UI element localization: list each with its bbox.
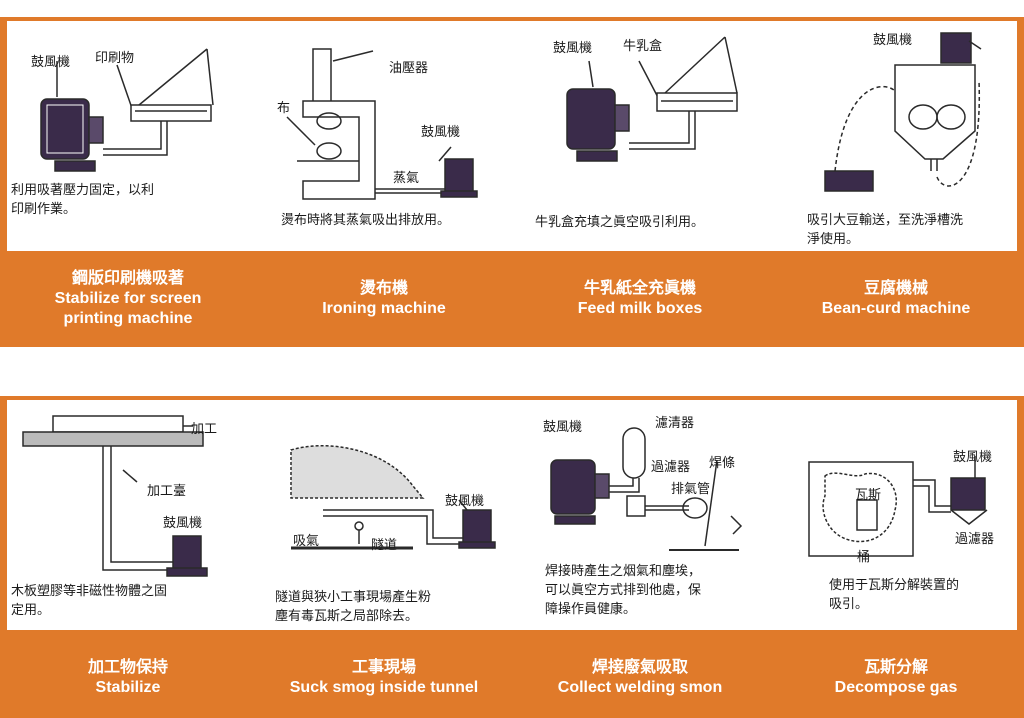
- blower-icon: [172, 535, 202, 571]
- title-zh: 加工物保持: [87, 657, 168, 676]
- bottom-application-panel: 加工 加工臺 鼓風機 木板塑膠等非磁性物體之固 定用。 鼓風機 吸氣: [0, 396, 1024, 718]
- cell-bean-curd: 鼓風機 吸引大豆輸送，至洗淨槽洗 淨使用。: [775, 21, 1024, 251]
- ironing-diagram: [286, 48, 478, 200]
- blower-icon: [566, 88, 616, 150]
- title-zh: 豆腐機械: [863, 278, 928, 297]
- filter-label: 過濾器: [651, 460, 691, 475]
- workpiece-label: 加工: [191, 422, 218, 437]
- screen-printing-diagram: [40, 48, 214, 172]
- tunnel-caption: 隧道與狹小工事現場產生粉 塵有毒瓦斯之局部除去。: [275, 590, 432, 624]
- blower-label: 鼓風機: [421, 125, 461, 140]
- bucket-label: 桶: [857, 550, 871, 565]
- title-en: Suck smog inside tunnel: [289, 679, 479, 696]
- title-welding: 焊接廢氣吸取 Collect welding smon: [512, 632, 768, 718]
- cell-welding: 鼓風機 濾清器 過濾器 焊條 排氣管 焊接時產生之烟氣和塵埃， 可以眞空方式排到…: [519, 400, 771, 630]
- blower-icon: [940, 32, 972, 64]
- exhaust-pipe-label: 排氣管: [671, 482, 711, 497]
- title-ironing: 燙布機 Ironing machine: [256, 253, 512, 343]
- title-zh: 燙布機: [359, 278, 408, 297]
- blower-label: 鼓風機: [543, 420, 583, 435]
- print-material-label: 印刷物: [95, 51, 135, 66]
- gas-label: 瓦斯: [855, 488, 882, 503]
- cleaner-label: 濾清器: [655, 416, 695, 431]
- welding-diagram: [550, 427, 743, 551]
- title-en: Collect welding smon: [557, 679, 723, 696]
- blower-icon: [40, 98, 90, 160]
- tunnel-label: 隧道: [371, 538, 398, 553]
- stabilize-diagram: [22, 415, 208, 577]
- top-title-bar: 鋼版印刷機吸著 Stabilize for screen printing ma…: [0, 253, 1024, 343]
- blower-label: 鼓風機: [445, 494, 485, 509]
- title-milk-boxes: 牛乳紙全充眞機 Feed milk boxes: [512, 253, 768, 343]
- welding-caption: 焊接時產生之烟氣和塵埃， 可以眞空方式排到他處，保 障操作員健康。: [545, 564, 702, 617]
- blower-label: 鼓風機: [873, 33, 913, 48]
- gas-caption: 使用于瓦斯分解裝置的 吸引。: [829, 578, 960, 612]
- title-stabilize: 加工物保持 Stabilize: [0, 632, 256, 718]
- blower-label: 鼓風機: [31, 55, 71, 70]
- cell-stabilize: 加工 加工臺 鼓風機 木板塑膠等非磁性物體之固 定用。: [7, 400, 259, 630]
- title-bean-curd: 豆腐機械 Bean-curd machine: [768, 253, 1024, 343]
- print-table: [130, 104, 212, 122]
- blower-icon: [444, 158, 474, 194]
- title-en: Stabilize: [95, 679, 161, 696]
- blower-label: 鼓風機: [163, 516, 203, 531]
- work-table-label: 加工臺: [147, 484, 187, 499]
- steam-label: 蒸氣: [393, 171, 420, 186]
- bottom-illustration-frame: 加工 加工臺 鼓風機 木板塑膠等非磁性物體之固 定用。 鼓風機 吸氣: [7, 400, 1017, 630]
- top-illustration-frame: 鼓風機 印刷物 利用吸著壓力固定，以利 印刷作業。: [7, 21, 1017, 251]
- title-en: Stabilize for screen printing machine: [54, 290, 202, 327]
- stabilize-caption: 木板塑膠等非磁性物體之固 定用。: [11, 584, 168, 618]
- blower-icon: [550, 459, 596, 515]
- milk-box-label: 牛乳盒: [623, 39, 663, 54]
- milk-boxes-caption: 牛乳盒充填之眞空吸引利用。: [535, 215, 705, 230]
- ironing-caption: 燙布時將其蒸氣吸出排放用。: [281, 213, 451, 228]
- title-zh: 鋼版印刷機吸著: [71, 268, 184, 287]
- title-en: Bean-curd machine: [821, 300, 971, 317]
- title-zh: 工事現場: [351, 657, 416, 676]
- blower-icon: [950, 477, 986, 511]
- screen-printing-caption: 利用吸著壓力固定，以利 印刷作業。: [11, 183, 155, 217]
- title-zh: 瓦斯分解: [863, 657, 928, 676]
- title-zh: 牛乳紙全充眞機: [583, 278, 696, 297]
- cleaner-filter: [622, 427, 646, 479]
- tunnel-diagram: [290, 445, 496, 550]
- suction-label: 吸氣: [293, 534, 320, 549]
- filter-label: 過濾器: [955, 532, 995, 547]
- cell-tunnel: 鼓風機 吸氣 隧道 隧道與狹小工事現場產生粉 塵有毒瓦斯之局部除去。: [263, 400, 515, 630]
- title-zh: 焊接廢氣吸取: [591, 657, 688, 676]
- cell-screen-printing: 鼓風機 印刷物 利用吸著壓力固定，以利 印刷作業。: [7, 21, 259, 251]
- cell-ironing: 油壓器 布 鼓風機 蒸氣 燙布時將其蒸氣吸出排放用。: [263, 21, 515, 251]
- title-en: Decompose gas: [834, 679, 958, 696]
- bucket: [856, 499, 878, 531]
- blower-icon: [462, 509, 492, 545]
- bean-curd-caption: 吸引大豆輸送，至洗淨槽洗 淨使用。: [807, 213, 964, 247]
- blower-label: 鼓風機: [553, 41, 593, 56]
- bottom-title-bar: 加工物保持 Stabilize 工事現場 Suck smog inside tu…: [0, 632, 1024, 718]
- welding-rod-label: 焊條: [709, 456, 736, 471]
- top-application-panel: 鼓風機 印刷物 利用吸著壓力固定，以利 印刷作業。: [0, 17, 1024, 347]
- title-en: Feed milk boxes: [577, 300, 703, 317]
- workpiece: [52, 415, 184, 433]
- gas-diagram: [808, 456, 988, 557]
- milk-boxes-diagram: [566, 36, 738, 162]
- cell-milk-boxes: 鼓風機 牛乳盒 牛乳盒充填之眞空吸引利用。: [519, 21, 771, 251]
- blower-label: 鼓風機: [953, 450, 993, 465]
- cell-gas: 鼓風機 瓦斯 過濾器 桶 使用于瓦斯分解裝置的 吸引。: [775, 400, 1024, 630]
- hydraulic-label: 油壓器: [389, 61, 429, 76]
- cloth-label: 布: [277, 101, 291, 116]
- title-tunnel: 工事現場 Suck smog inside tunnel: [256, 632, 512, 718]
- title-screen-printing: 鋼版印刷機吸著 Stabilize for screen printing ma…: [0, 253, 256, 343]
- title-gas: 瓦斯分解 Decompose gas: [768, 632, 1024, 718]
- title-en: Ironing machine: [322, 300, 446, 317]
- bean-curd-diagram: [824, 32, 982, 192]
